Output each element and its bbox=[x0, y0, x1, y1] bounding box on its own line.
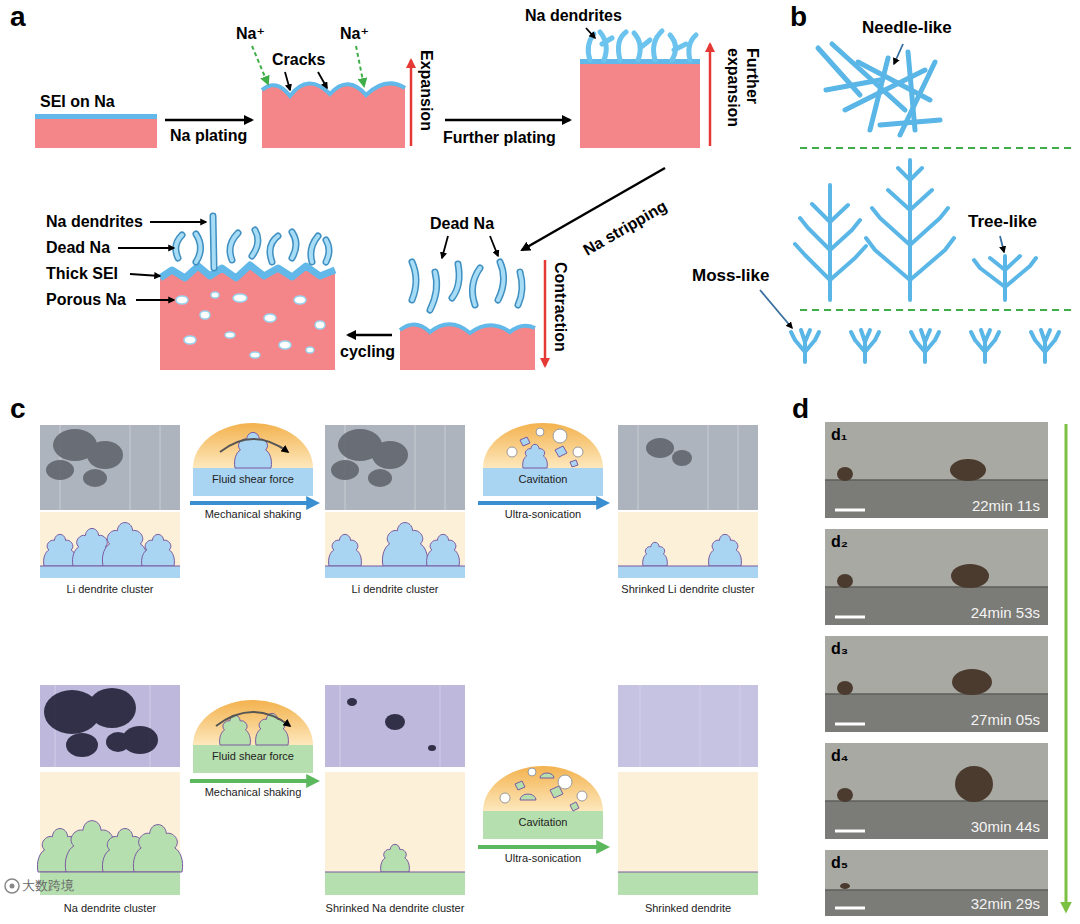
mechanism-label: Fluid shear force bbox=[212, 473, 294, 486]
morphology-label: Moss-like bbox=[692, 266, 769, 286]
image-caption: Shrinked Na dendrite cluster bbox=[326, 902, 465, 915]
part-label: Dead Na bbox=[430, 214, 494, 233]
watermark: 大数跨境 bbox=[22, 878, 74, 894]
panel-letter: a bbox=[10, 0, 26, 34]
video-frame: d₃ 27min 05s bbox=[825, 636, 1048, 732]
frame-label: d₃ bbox=[831, 639, 848, 658]
video-frame: d₁ 22min 11s bbox=[825, 422, 1048, 518]
video-frame: d₄ 30min 44s bbox=[825, 743, 1048, 839]
video-frame: d₂ 24min 53s bbox=[825, 529, 1048, 625]
frame-label: d₂ bbox=[831, 532, 848, 551]
timestamp: 32min 29s bbox=[971, 895, 1040, 913]
volume-label: Expansion bbox=[417, 50, 436, 131]
ion-label: Na⁺ bbox=[236, 24, 265, 43]
panel-c-art bbox=[5, 423, 758, 895]
process-label: Ultra-sonication bbox=[505, 508, 581, 521]
morphology-label: Needle-like bbox=[862, 18, 952, 38]
step-label: Na plating bbox=[170, 126, 247, 145]
timestamp: 22min 11s bbox=[972, 497, 1040, 515]
frame-label: d₁ bbox=[831, 425, 847, 444]
part-label: Cracks bbox=[272, 50, 325, 69]
panel-d-art bbox=[825, 422, 1066, 916]
timestamp: 30min 44s bbox=[971, 818, 1040, 836]
ion-label: Na⁺ bbox=[340, 24, 369, 43]
panel-a-art bbox=[35, 28, 710, 370]
mechanism-label: Cavitation bbox=[519, 473, 568, 486]
image-caption: Shrinked dendrite bbox=[645, 902, 731, 915]
panel-letter: c bbox=[10, 392, 26, 426]
image-caption: Shrinked Li dendrite cluster bbox=[621, 583, 754, 596]
image-caption: Li dendrite cluster bbox=[67, 583, 154, 596]
step-label: Further plating bbox=[443, 128, 556, 147]
part-label: Na dendrites bbox=[46, 212, 143, 231]
timestamp: 27min 05s bbox=[971, 711, 1040, 729]
process-label: Mechanical shaking bbox=[205, 508, 302, 521]
mechanism-label: Fluid shear force bbox=[212, 750, 294, 763]
panel-letter: b bbox=[790, 0, 807, 34]
process-label: Mechanical shaking bbox=[205, 786, 302, 799]
part-label: Dead Na bbox=[46, 238, 110, 257]
step-label: cycling bbox=[340, 342, 395, 361]
frame-label: d₄ bbox=[831, 746, 848, 765]
mechanism-label: Cavitation bbox=[519, 816, 568, 829]
timestamp: 24min 53s bbox=[971, 604, 1040, 622]
part-label: Porous Na bbox=[46, 290, 126, 309]
panel-b-art bbox=[760, 44, 1075, 362]
volume-label: Further expansion bbox=[724, 48, 762, 138]
process-label: Ultra-sonication bbox=[505, 852, 581, 865]
image-caption: Li dendrite cluster bbox=[352, 583, 439, 596]
video-frame: d₅ 32min 29s bbox=[825, 850, 1048, 916]
part-label: Thick SEI bbox=[46, 264, 118, 283]
volume-label: Contraction bbox=[551, 262, 570, 352]
morphology-label: Tree-like bbox=[968, 212, 1037, 232]
part-label: SEI on Na bbox=[40, 92, 115, 111]
step-label: Na stripping bbox=[580, 196, 670, 259]
panel-letter: d bbox=[792, 392, 809, 426]
frame-label: d₅ bbox=[831, 853, 848, 872]
image-caption: Na dendrite cluster bbox=[64, 902, 156, 915]
part-label: Na dendrites bbox=[525, 6, 622, 25]
